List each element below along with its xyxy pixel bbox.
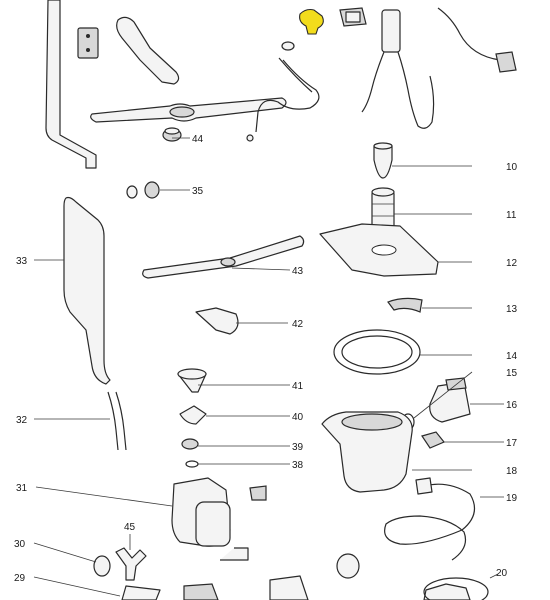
- callout-35: 35: [192, 186, 204, 197]
- part-40-cap: [179, 405, 207, 425]
- callout-10: 10: [506, 162, 518, 173]
- part-41-funnel: [177, 368, 207, 393]
- callout-13: 13: [506, 304, 518, 315]
- part-31-softener-unit: [171, 477, 249, 561]
- part-38-ring: [185, 460, 199, 468]
- callout-40: 40: [292, 412, 304, 423]
- part-16-pump: [429, 377, 471, 423]
- part-35-fitting: [126, 181, 160, 199]
- callout-43: 43: [292, 266, 304, 277]
- part-42-arm-holder: [195, 307, 239, 335]
- bottom-parts: [121, 553, 360, 600]
- callout-12: 12: [506, 258, 518, 269]
- callout-32: 32: [16, 415, 28, 426]
- upper-spray-arm-connector: [116, 16, 180, 85]
- part-32-tube: [107, 391, 127, 451]
- part-14-gasket-ring: [333, 329, 421, 375]
- part-18-sump: [321, 411, 413, 493]
- callout-44: 44: [192, 134, 204, 145]
- vertical-spray-pipe: [45, 0, 97, 169]
- callout-17: 17: [506, 438, 518, 449]
- callout-15: 15: [506, 368, 518, 379]
- leader-lines: [33, 137, 504, 597]
- callout-39: 39: [292, 442, 304, 453]
- part-17-fitting: [421, 431, 445, 449]
- part-33-side-panel: [63, 196, 111, 385]
- callout-31: 31: [16, 483, 28, 494]
- callout-42: 42: [292, 319, 304, 330]
- part-19-drain-hose: [384, 477, 476, 561]
- callout-30: 30: [14, 539, 26, 550]
- callout-33: 33: [16, 256, 28, 267]
- small-connector: [249, 485, 267, 501]
- part-12-filter-plate: [319, 223, 439, 277]
- callout-labels: 10 11 12 13 14 15 16 17 18 19 20 29 30 3…: [14, 134, 518, 584]
- part-20-bracket: [423, 577, 489, 600]
- part-10-adapter: [373, 142, 393, 179]
- callout-16: 16: [506, 400, 518, 411]
- part-30-ring: [93, 555, 111, 577]
- callout-38: 38: [292, 460, 304, 471]
- callout-45: 45: [124, 522, 136, 533]
- callout-14: 14: [506, 351, 518, 362]
- callout-11: 11: [506, 210, 517, 221]
- highlighted-valve-part: [299, 8, 324, 35]
- part-43-upper-spray-arm: [142, 235, 305, 279]
- callout-20: 20: [496, 568, 508, 579]
- callout-19: 19: [506, 493, 518, 504]
- inlet-hose-assembly: [361, 9, 435, 129]
- part-39-nut: [181, 438, 199, 450]
- callout-41: 41: [292, 381, 304, 392]
- part-11-filter-cylinder: [371, 187, 395, 235]
- power-cable: [437, 7, 517, 73]
- callout-18: 18: [506, 466, 518, 477]
- part-13-clip: [387, 297, 423, 313]
- part-45-y-connector: [115, 547, 147, 581]
- inlet-thin-hose: [246, 41, 320, 142]
- callout-29: 29: [14, 573, 26, 584]
- pipe-clip: [77, 27, 99, 59]
- hose-coupling: [339, 7, 367, 27]
- lower-spray-arm: [90, 97, 287, 123]
- spray-arm-nut-44: [162, 127, 182, 142]
